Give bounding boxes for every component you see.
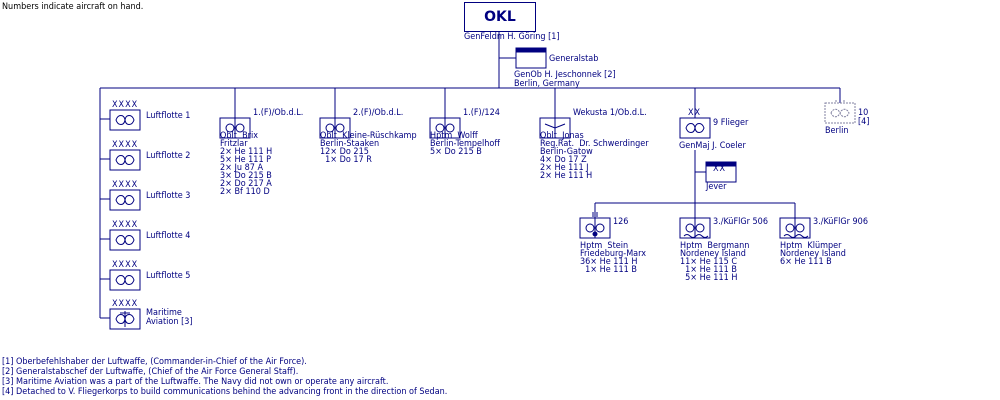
unit-1-label: 1.(F)/Ob.d.L. <box>253 108 304 118</box>
luftflotte-1-label: Luftflotte 1 <box>146 111 191 121</box>
generalstab-label: Generalstab <box>549 54 599 64</box>
flieger-commander: GenMaj J. Coeler <box>679 141 746 151</box>
luftflotte-3-label: Luftflotte 3 <box>146 191 191 201</box>
generalstab-commander: GenOb H. Jeschonnek [2] <box>514 70 616 80</box>
subunit-506-label: 3./KüFlGr 506 <box>713 217 768 227</box>
jever-rank: XX <box>713 164 727 174</box>
unit-1-details: Oblt Brix Fritzlar 2× He 111 H 5× He 111… <box>220 131 273 197</box>
flieger-rank: XX <box>688 108 702 118</box>
luftflotte-rank: XXXX <box>112 100 139 110</box>
unit-2-details: Oblt Kleine-Rüschkamp Berlin-Staaken 12×… <box>320 131 417 165</box>
luftflotte-rank: XXXX <box>112 260 139 270</box>
maritime-aviation-label: Maritime Aviation [3] <box>146 308 193 327</box>
luftflotte-rank: XXXX <box>112 140 139 150</box>
subunit-126-details: Hptm Stein Friedeburg-Marx 36× He 111 H … <box>580 241 647 275</box>
luftflotte-rank: XXXX <box>112 220 139 230</box>
berlin-unit-note: [4] <box>858 117 870 127</box>
berlin-unit-number: 10 <box>858 108 869 118</box>
jever-label: Jever <box>706 182 727 192</box>
okl-label: OKL <box>484 9 516 25</box>
luftflotte-rank: XXXX <box>112 299 139 309</box>
luftflotte-5-label: Luftflotte 5 <box>146 271 191 281</box>
flieger-label: 9 Flieger <box>713 118 749 128</box>
footnote-1: [1] Oberbefehlshaber der Luftwaffe, (Com… <box>2 357 307 367</box>
okl-box: OKL <box>464 2 536 32</box>
footnote-3: [3] Maritime Aviation was a part of the … <box>2 377 389 387</box>
luftflotte-4-label: Luftflotte 4 <box>146 231 191 241</box>
subunit-506-details: Hptm Bergmann Nordeney Island 11× He 115… <box>680 241 750 283</box>
footnote-4: [4] Detached to V. Fliegerkorps to build… <box>2 387 448 397</box>
generalstab-location: Berlin, Germany <box>514 79 580 89</box>
okl-commander: GenFeldm H. Göring [1] <box>464 32 560 42</box>
subunit-906-label: 3./KüFlGr 906 <box>813 217 868 227</box>
subunit-906-details: Hptm Klümper Nordeney Island 6× He 111 B <box>780 241 846 267</box>
berlin-unit-location: Berlin <box>825 126 849 136</box>
footnote-2: [2] Generalstabschef der Luftwaffe, (Chi… <box>2 367 299 377</box>
subunit-126-label: 126 <box>613 217 629 227</box>
luftflotte-rank: XXXX <box>112 180 139 190</box>
unit-4-details: Oblt Jonas Reg.Rat. Dr. Schwerdinger Ber… <box>540 131 649 181</box>
unit-2-label: 2.(F)/Ob.d.L. <box>353 108 404 118</box>
unit-4-label: Wekusta 1/Ob.d.L. <box>573 108 647 118</box>
luftflotte-2-label: Luftflotte 2 <box>146 151 191 161</box>
unit-3-details: Hptm Wolff Berlin-Tempelhoff 5× Do 215 B <box>430 131 500 157</box>
unit-3-label: 1.(F)/124 <box>463 108 500 118</box>
legend-note: Numbers indicate aircraft on hand. <box>2 2 144 12</box>
